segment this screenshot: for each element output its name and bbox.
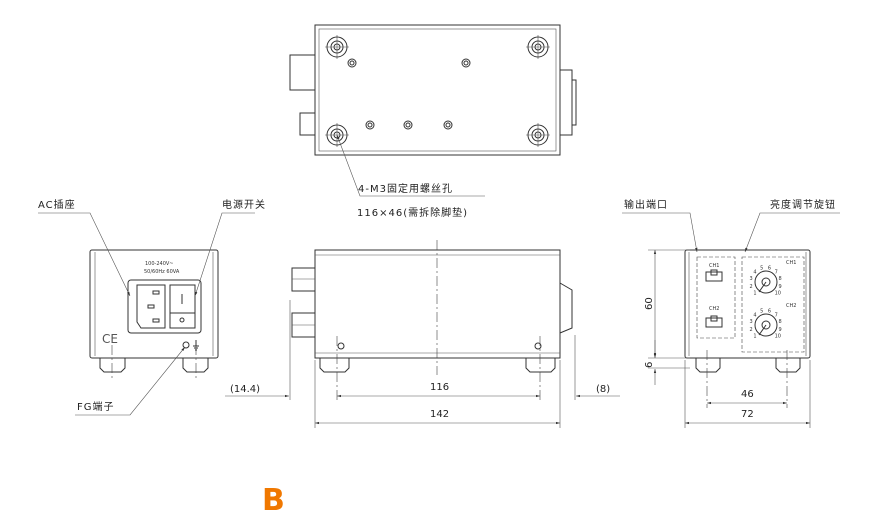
dial-number: 4 <box>753 312 756 318</box>
hole-spacing-note: 116×46(需拆除脚垫) <box>357 206 468 219</box>
dial-number: 5 <box>760 309 763 315</box>
dial-number: 9 <box>778 327 781 333</box>
dial-number: 6 <box>768 266 771 272</box>
port-ch1-label: CH1 <box>709 263 719 269</box>
dial-number: 10 <box>775 291 781 297</box>
mounting-holes <box>325 35 550 147</box>
hole-width-dim: 46 <box>741 389 754 400</box>
dial-number: 2 <box>750 327 753 333</box>
dial-number: 4 <box>753 269 756 275</box>
dial-number: 7 <box>775 269 778 275</box>
rear-offset-dim: (8) <box>596 384 610 395</box>
dial-number: 2 <box>750 284 753 290</box>
rating-text: 100-240V~ <box>145 261 174 267</box>
width-dim: 72 <box>741 409 754 420</box>
output-port-panel <box>696 256 736 339</box>
rear-view: 100-240V~ 50/60Hz 60VA CE AC插座 电源开关 FG端子… <box>38 198 289 416</box>
hole-note: 4-M3固定用螺丝孔 <box>358 182 453 195</box>
ce-mark: CE <box>102 332 118 346</box>
dial-number: 9 <box>778 284 781 290</box>
foot-dim: 6 <box>644 362 655 368</box>
offset-dim: (14.4) <box>230 384 260 395</box>
dial-number: 6 <box>768 309 771 315</box>
length-dim: 142 <box>430 409 449 420</box>
dial-number: 3 <box>750 276 753 282</box>
ac-socket <box>136 284 166 329</box>
ground-icon <box>193 340 199 351</box>
knob-ch1-label: CH1 <box>786 260 796 266</box>
dial-number: 1 <box>753 334 756 340</box>
dial-number: 3 <box>750 319 753 325</box>
connector-side-icon <box>299 112 316 136</box>
hole-dim: 116 <box>430 382 449 393</box>
output-port-label: 输出端口 <box>624 198 668 211</box>
side-view: 116 142 (8) <box>289 240 620 428</box>
power-switch <box>169 284 196 329</box>
top-view: 4-M3固定用螺丝孔 116×46(需拆除脚垫) <box>289 24 577 219</box>
rating-text: 50/60Hz 60VA <box>144 269 180 275</box>
output-port-ch2 <box>705 317 723 328</box>
power-switch-label: 电源开关 <box>222 198 266 211</box>
dial-number: 1 <box>753 291 756 297</box>
fg-terminal-icon <box>182 341 190 349</box>
dial-number: 7 <box>775 312 778 318</box>
dial-number: 8 <box>778 319 781 325</box>
fg-terminal-label: FG端子 <box>77 400 115 413</box>
knob-ch2-label: CH2 <box>786 303 796 309</box>
brightness-knob-label: 亮度调节旋钮 <box>770 198 836 211</box>
dial-number: 8 <box>778 276 781 282</box>
dial-number: 5 <box>760 266 763 272</box>
dial-number: 10 <box>775 334 781 340</box>
height-dim: 60 <box>644 297 655 310</box>
port-ch2-label: CH2 <box>709 306 719 312</box>
knob-side-icon <box>289 54 316 91</box>
knob-panel <box>741 256 805 353</box>
ac-socket-label: AC插座 <box>38 198 76 211</box>
variant-letter: B <box>262 483 285 516</box>
output-port-ch1 <box>705 271 723 282</box>
